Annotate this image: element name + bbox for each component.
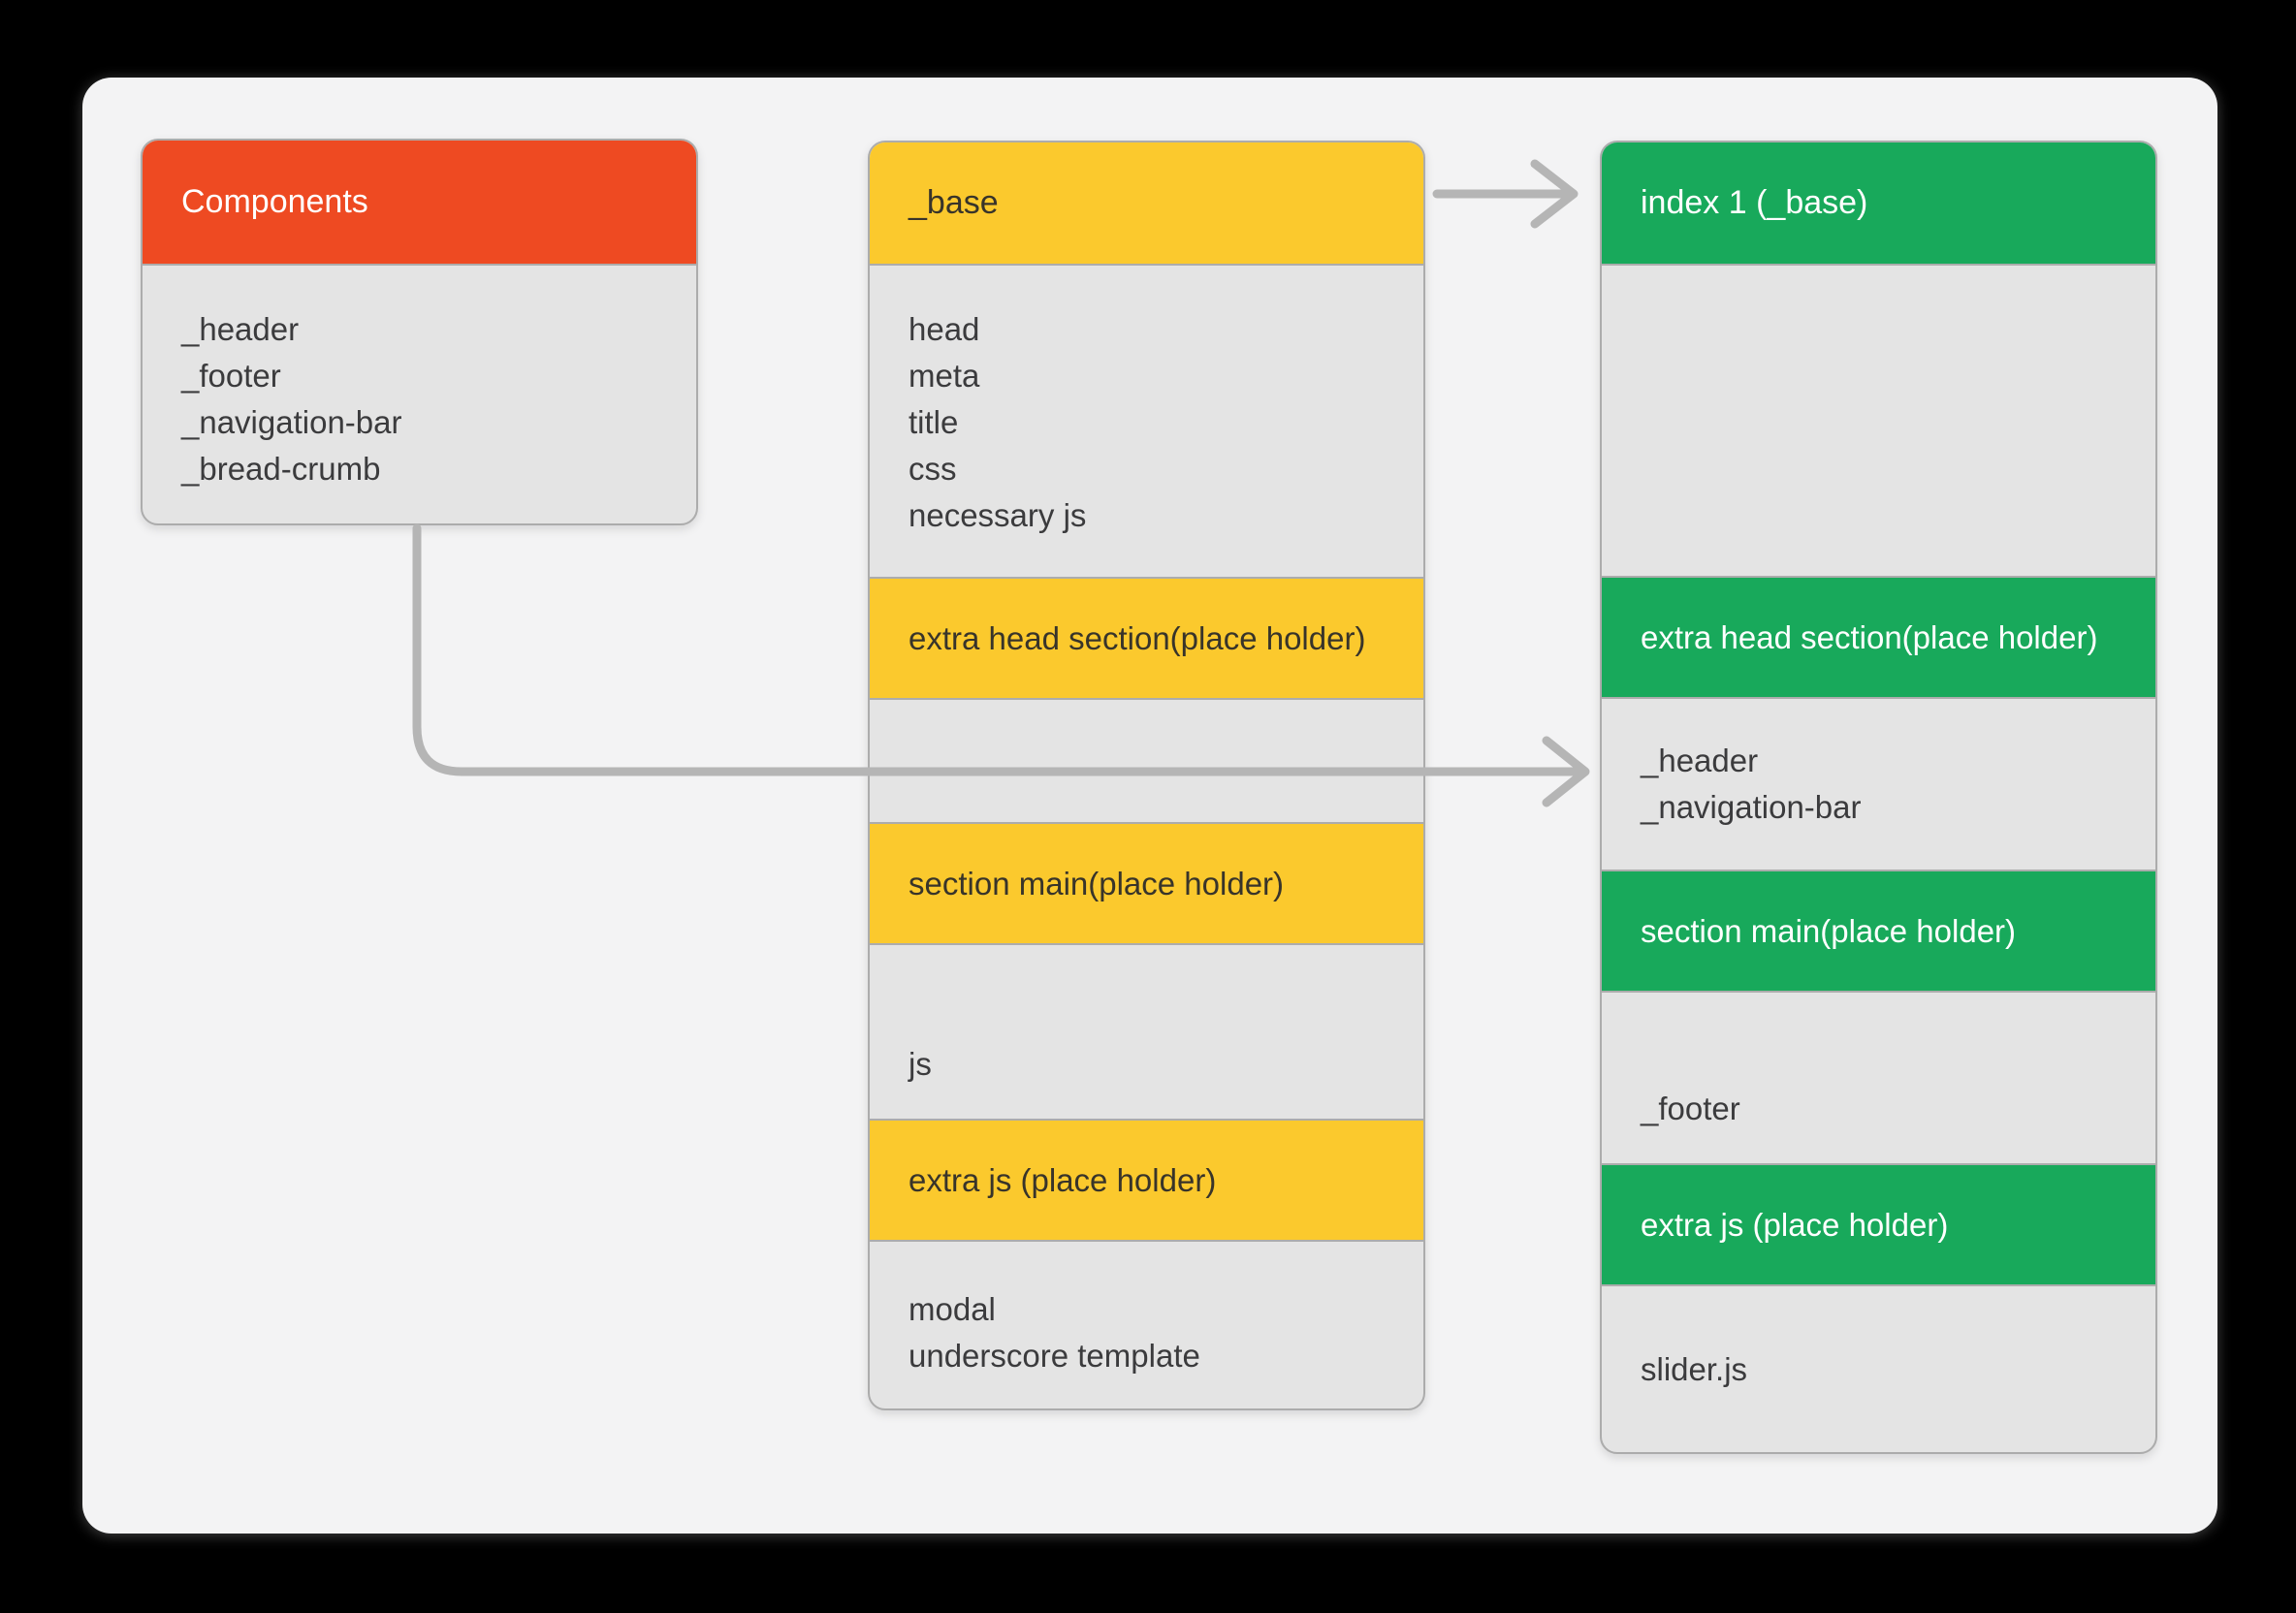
- base-js-item: js: [909, 1046, 932, 1082]
- component-item: _bread-crumb: [181, 451, 381, 487]
- base-head-item: necessary js: [909, 497, 1087, 533]
- component-item: _footer: [181, 358, 281, 394]
- base-modal-item: underscore template: [909, 1338, 1200, 1374]
- base-empty-section: [870, 698, 1423, 822]
- arrow-base-to-index: [1432, 159, 1578, 229]
- components-box-title: Components: [181, 183, 368, 220]
- index-header-components-section: _header _navigation-bar: [1602, 697, 2155, 870]
- index-slider-item: slider.js: [1641, 1350, 1748, 1387]
- base-head-item: head: [909, 311, 980, 347]
- base-modal-item: modal: [909, 1291, 996, 1327]
- components-box: Components _header _footer _navigation-b…: [141, 139, 698, 525]
- index-empty-section: [1602, 264, 2155, 576]
- placeholder-label: section main(place holder): [1641, 912, 2017, 949]
- index-component-item: _navigation-bar: [1641, 789, 1862, 825]
- placeholder-label: extra js (place holder): [909, 1161, 1217, 1198]
- base-head-item: css: [909, 451, 957, 487]
- base-modal-section: modal underscore template: [870, 1240, 1423, 1408]
- base-head-item: meta: [909, 358, 980, 394]
- base-head-item: title: [909, 404, 959, 440]
- component-item: _header: [181, 311, 300, 347]
- diagram-canvas: Components _header _footer _navigation-b…: [82, 78, 2217, 1534]
- index-extra-head-placeholder: extra head section(place holder): [1602, 576, 2155, 697]
- index-footer-section: _footer: [1602, 991, 2155, 1163]
- index-section-main-placeholder: section main(place holder): [1602, 870, 2155, 991]
- base-extra-js-placeholder: extra js (place holder): [870, 1119, 1423, 1240]
- placeholder-label: extra js (place holder): [1641, 1206, 1949, 1243]
- index-component-item: _header: [1641, 743, 1759, 778]
- base-section-main-placeholder: section main(place holder): [870, 822, 1423, 943]
- index-page-box: index 1 (_base) extra head section(place…: [1600, 141, 2157, 1454]
- component-item: _navigation-bar: [181, 404, 402, 440]
- base-template-box: _base head meta title css necessary js e…: [868, 141, 1425, 1410]
- index-slider-section: slider.js: [1602, 1284, 2155, 1452]
- base-box-header: _base: [870, 142, 1423, 264]
- base-box-title: _base: [909, 184, 999, 221]
- index-box-title: index 1 (_base): [1641, 184, 1868, 221]
- index-box-header: index 1 (_base): [1602, 142, 2155, 264]
- placeholder-label: extra head section(place holder): [1641, 618, 2098, 655]
- index-extra-js-placeholder: extra js (place holder): [1602, 1163, 2155, 1284]
- components-box-header: Components: [143, 141, 696, 264]
- placeholder-label: section main(place holder): [909, 865, 1285, 901]
- placeholder-label: extra head section(place holder): [909, 619, 1366, 656]
- base-js-section: js: [870, 943, 1423, 1119]
- index-footer-item: _footer: [1641, 1091, 1740, 1126]
- base-head-section: head meta title css necessary js: [870, 264, 1423, 577]
- components-box-body: _header _footer _navigation-bar _bread-c…: [143, 264, 696, 523]
- base-extra-head-placeholder: extra head section(place holder): [870, 577, 1423, 698]
